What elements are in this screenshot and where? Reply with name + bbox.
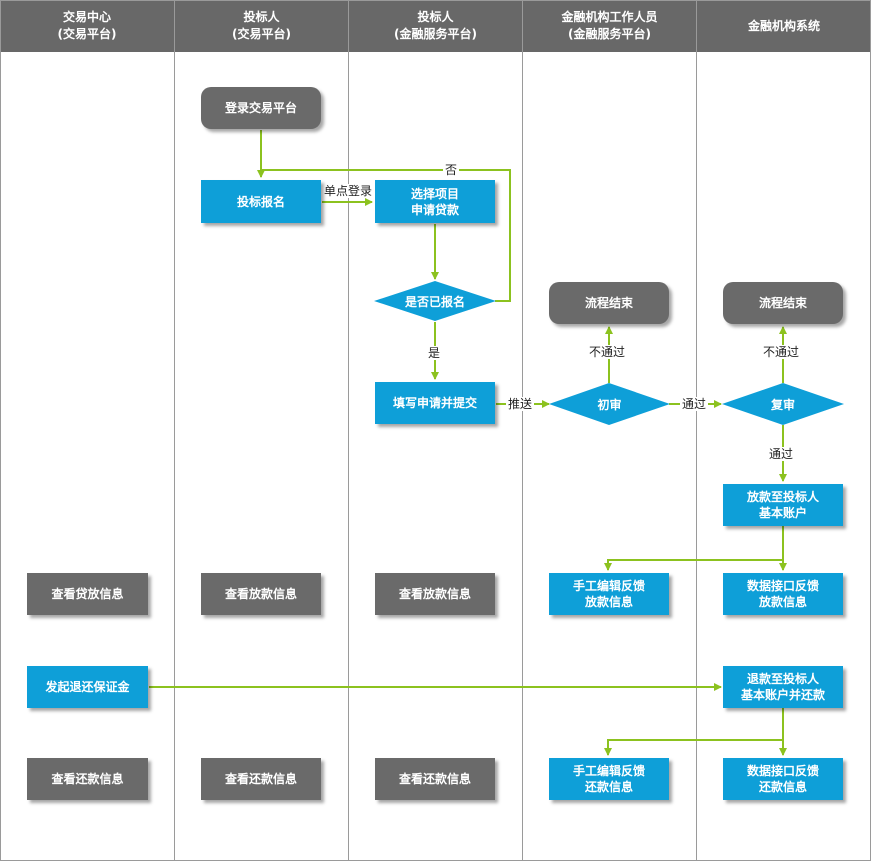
- lane-subtitle: (交易平台): [57, 27, 117, 41]
- decision-recheck: [722, 383, 844, 425]
- lane-divider: [522, 0, 523, 861]
- node-label-line2: 基本账户并还款: [740, 688, 825, 702]
- edge-label-fail-recheck: 不通过: [761, 345, 802, 359]
- lane-title: 投标人: [243, 10, 280, 24]
- node-label: 查看放款信息: [224, 587, 297, 601]
- edge-refund-to-manual: [604, 739, 783, 756]
- node-label-line1: 放款至投标人: [746, 490, 819, 504]
- node-manual-disburse-feedback[interactable]: 手工编辑反馈 放款信息: [549, 573, 669, 615]
- node-label-line1: 退款至投标人: [746, 672, 819, 686]
- node-label: 登录交易平台: [224, 101, 297, 115]
- lane-title: 金融机构工作人员: [561, 10, 658, 24]
- node-label-line1: 选择项目: [410, 186, 459, 201]
- node-end-recheck[interactable]: 流程结束: [723, 282, 843, 324]
- node-disburse-to-account[interactable]: 放款至投标人 基本账户: [723, 484, 843, 526]
- node-label: 投标报名: [236, 194, 285, 209]
- node-view-repay-center[interactable]: 查看还款信息: [27, 758, 148, 800]
- lane-title: 金融机构系统: [747, 18, 820, 33]
- node-refund-to-account-repay[interactable]: 退款至投标人 基本账户并还款: [723, 666, 843, 708]
- decision-is-registered: [374, 281, 496, 321]
- lane-header-institution-system: 金融机构系统: [697, 0, 871, 52]
- edge-label-fail-initial: 不通过: [587, 345, 628, 359]
- node-label-line2: 放款信息: [758, 595, 807, 609]
- lane-header-bidder-trading: 投标人 (交易平台): [175, 0, 348, 52]
- node-label: 发起退还保证金: [45, 680, 130, 694]
- lane-header-institution-staff: 金融机构工作人员 (金融服务平台): [523, 0, 696, 52]
- node-label: 查看放款信息: [398, 587, 471, 601]
- node-api-disburse-feedback[interactable]: 数据接口反馈 放款信息: [723, 573, 843, 615]
- node-end-initial[interactable]: 流程结束: [549, 282, 669, 324]
- node-view-loan-info-center[interactable]: 查看贷放信息: [27, 573, 148, 615]
- lane-header-bidder-finance: 投标人 (金融服务平台): [349, 0, 522, 52]
- lane-divider: [696, 0, 697, 861]
- node-initiate-deposit-refund[interactable]: 发起退还保证金: [27, 666, 148, 708]
- edge-label-yes: 是: [426, 346, 443, 360]
- node-label: 查看还款信息: [398, 772, 471, 786]
- node-label-line1: 手工编辑反馈: [572, 579, 645, 593]
- decision-is-registered-label: 是否已报名: [404, 294, 465, 309]
- node-label: 填写申请并提交: [392, 396, 477, 410]
- lane-divider: [348, 0, 349, 861]
- node-label: 流程结束: [584, 296, 633, 310]
- lane-subtitle: (金融服务平台): [568, 27, 651, 41]
- node-label-line2: 申请贷款: [410, 202, 459, 217]
- edge-label-sso: 单点登录: [322, 184, 375, 198]
- lane-title: 交易中心: [62, 10, 111, 24]
- node-label: 流程结束: [758, 296, 807, 310]
- node-view-disburse-bidder-finance[interactable]: 查看放款信息: [375, 573, 495, 615]
- node-manual-repay-feedback[interactable]: 手工编辑反馈 还款信息: [549, 758, 669, 800]
- decision-initial-review: [549, 383, 670, 425]
- node-label: 查看还款信息: [224, 772, 297, 786]
- node-view-disburse-bidder[interactable]: 查看放款信息: [201, 573, 321, 615]
- node-label-line1: 手工编辑反馈: [572, 764, 645, 778]
- node-label-line2: 基本账户: [758, 506, 807, 520]
- edge-disburse-to-manual: [604, 559, 783, 571]
- node-label-line2: 还款信息: [758, 780, 807, 794]
- node-label: 查看贷放信息: [51, 587, 124, 601]
- node-select-project-apply-loan[interactable]: 选择项目 申请贷款: [375, 180, 495, 223]
- edge-label-pass-recheck: 通过: [767, 447, 796, 461]
- lane-header-trading-center: 交易中心 (交易平台): [0, 0, 174, 52]
- lane-subtitle: (交易平台): [232, 27, 291, 41]
- node-api-repay-feedback[interactable]: 数据接口反馈 还款信息: [723, 758, 843, 800]
- edge-check-no-loop: [261, 169, 511, 302]
- node-view-repay-bidder[interactable]: 查看还款信息: [201, 758, 321, 800]
- edge-label-no: 否: [443, 163, 460, 177]
- node-label: 查看还款信息: [51, 772, 124, 786]
- decision-recheck-label: 复审: [770, 397, 795, 412]
- node-login-trading-platform[interactable]: 登录交易平台: [201, 87, 321, 129]
- edge-label-push: 推送: [506, 397, 535, 411]
- edge-label-pass-initial: 通过: [680, 397, 709, 411]
- lane-divider: [174, 0, 175, 861]
- node-label-line1: 数据接口反馈: [746, 579, 819, 593]
- node-label-line1: 数据接口反馈: [746, 764, 819, 778]
- decision-initial-review-label: 初审: [597, 397, 622, 412]
- lane-subtitle: (金融服务平台): [394, 27, 477, 41]
- node-label-line2: 放款信息: [584, 595, 633, 609]
- lane-title: 投标人: [417, 10, 454, 24]
- node-fill-and-submit[interactable]: 填写申请并提交: [375, 382, 495, 424]
- node-bid-signup[interactable]: 投标报名: [201, 180, 321, 223]
- node-label-line2: 还款信息: [584, 780, 633, 794]
- node-view-repay-bidder-finance[interactable]: 查看还款信息: [375, 758, 495, 800]
